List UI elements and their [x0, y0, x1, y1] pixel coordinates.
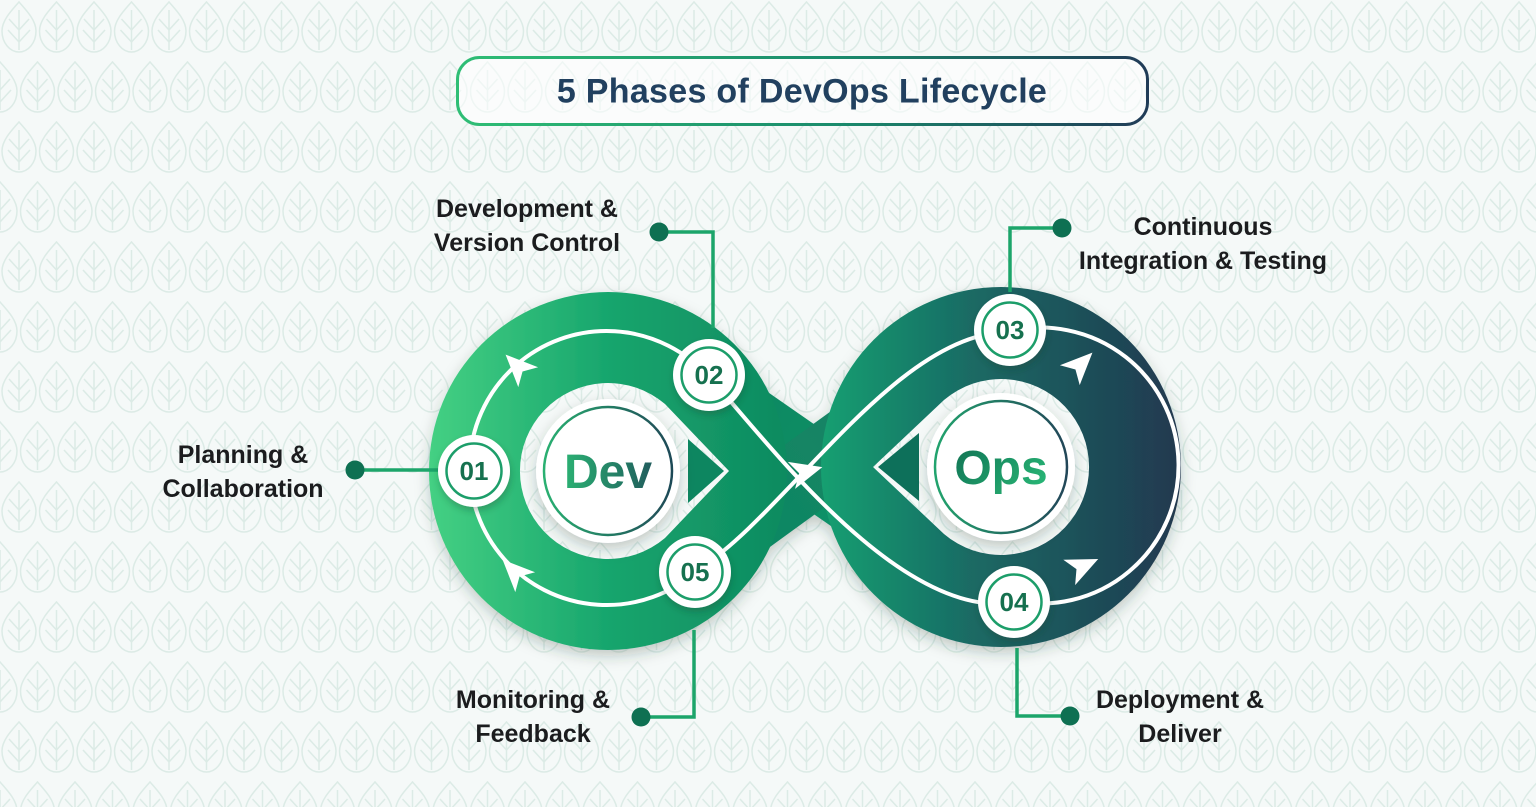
connector-dots	[345, 218, 1080, 727]
flow-arrow-icon	[787, 461, 823, 489]
flow-arrow-icon	[502, 559, 536, 593]
connector-dot	[649, 222, 669, 242]
badge-number: 04	[1000, 587, 1029, 617]
phase-label-line: Deployment &	[1095, 686, 1265, 714]
dev-circle: Dev	[536, 399, 680, 543]
phase-label-line: Integration & Testing	[1078, 247, 1328, 275]
badge-number: 01	[460, 456, 489, 486]
phase-label-planning: Planning & Collaboration	[162, 438, 323, 506]
connector-monitoring	[641, 630, 696, 719]
badge-disc	[659, 536, 731, 608]
title-box	[456, 56, 1149, 126]
phase-label-integration: Continuous Integration & Testing	[1079, 210, 1327, 278]
phase-label-development: Development & Version Control	[434, 192, 620, 260]
ops-disc	[927, 393, 1075, 541]
label-connectors	[355, 226, 1070, 719]
dev-ring	[542, 405, 674, 537]
phase-badge-05: 05	[659, 536, 731, 608]
connector-dot	[1060, 706, 1080, 726]
left-wedge-arrow-icon	[688, 439, 724, 503]
connector-integration	[1008, 226, 1062, 292]
badge-ring	[680, 346, 738, 404]
badge-ring	[445, 442, 503, 500]
badge-ring	[985, 573, 1043, 631]
dev-disc	[536, 399, 680, 543]
phase-label-monitoring: Monitoring & Feedback	[456, 683, 610, 751]
phase-label-deployment: Deployment & Deliver	[1096, 683, 1264, 751]
phase-badge-01: 01	[438, 435, 510, 507]
right-wedge-arrow-icon	[878, 433, 919, 501]
phase-label-line: Collaboration	[162, 475, 324, 503]
phase-label-line: Development &	[436, 195, 618, 223]
ops-label: Ops	[954, 442, 1047, 495]
connector-deployment	[1015, 648, 1070, 718]
connector-development	[659, 230, 715, 328]
flow-arrows	[502, 352, 1099, 593]
phase-label-line: Deliver	[1138, 720, 1222, 748]
page-title: 5 Phases of DevOps Lifecycle	[556, 72, 1048, 111]
connector-dot	[345, 460, 365, 480]
cross-line-down	[710, 378, 1014, 606]
badge-number: 05	[681, 557, 710, 587]
connector-dot	[631, 707, 651, 727]
ops-ring	[933, 399, 1069, 535]
flow-arrow-icon	[1059, 352, 1093, 386]
phase-label-line: Planning &	[177, 441, 309, 469]
badge-ring	[981, 301, 1039, 359]
phase-badge-02: 02	[673, 339, 745, 411]
phase-label-line: Version Control	[433, 229, 621, 257]
ops-circle: Ops	[927, 393, 1075, 541]
phase-label-line: Monitoring &	[455, 686, 611, 714]
badge-ring	[666, 543, 724, 601]
dev-label: Dev	[564, 446, 652, 499]
phase-label-line: Continuous	[1133, 213, 1273, 241]
right-orbit-arc	[1008, 325, 1181, 606]
connector-dot	[1052, 218, 1072, 238]
flow-arrow-icon	[505, 354, 539, 388]
badge-disc	[978, 566, 1050, 638]
cross-line-up	[698, 330, 1008, 570]
badge-number: 02	[695, 360, 724, 390]
phase-label-line: Feedback	[475, 720, 591, 748]
flow-arrow-icon	[1063, 558, 1099, 586]
badge-disc	[673, 339, 745, 411]
badge-disc	[974, 294, 1046, 366]
phase-badge-04: 04	[978, 566, 1050, 638]
phase-badge-03: 03	[974, 294, 1046, 366]
badge-number: 03	[996, 315, 1025, 345]
badge-disc	[438, 435, 510, 507]
